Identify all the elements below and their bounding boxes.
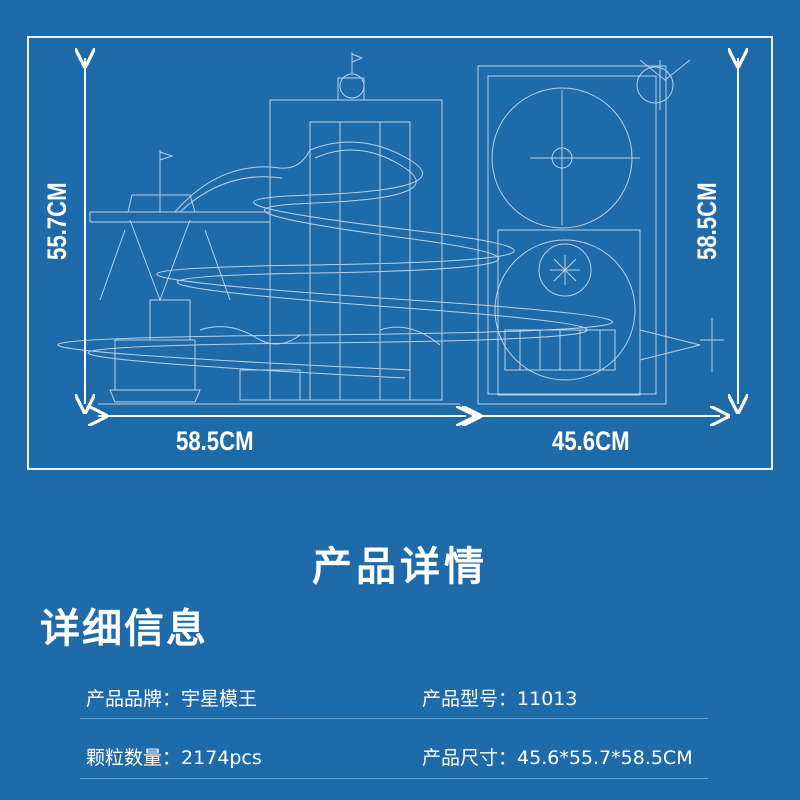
model-label: 产品型号： — [422, 688, 518, 710]
brand-label: 产品品牌： — [86, 688, 182, 710]
size-value: 45.6*55.7*58.5CM — [517, 747, 693, 769]
model-field: 产品型号：11013 — [422, 684, 577, 711]
spec-divider — [80, 718, 708, 719]
brand-field: 产品品牌：宇星模王 — [86, 684, 257, 711]
right-width-label: 45.6CM — [552, 426, 630, 456]
brand-value: 宇星模王 — [181, 688, 258, 710]
pieces-value: 2174pcs — [181, 747, 262, 769]
spec-divider-bottom — [80, 778, 708, 779]
detail-info-title: 详细信息 — [40, 606, 208, 652]
size-field: 产品尺寸：45.6*55.7*58.5CM — [422, 743, 693, 770]
blueprint-frame — [27, 36, 773, 470]
product-details-title: 产品详情 — [312, 544, 488, 590]
left-model-drawing — [57, 52, 613, 405]
dimension-arrows — [85, 58, 738, 416]
model-value: 11013 — [517, 688, 578, 710]
left-width-label: 58.5CM — [176, 426, 254, 456]
pieces-field: 颗粒数量：2174pcs — [86, 743, 262, 770]
pieces-label: 颗粒数量： — [86, 747, 182, 769]
right-model-drawing — [477, 59, 724, 405]
left-height-label: 55.7CM — [42, 182, 72, 260]
right-height-label: 58.5CM — [692, 182, 722, 260]
size-label: 产品尺寸： — [422, 747, 518, 769]
